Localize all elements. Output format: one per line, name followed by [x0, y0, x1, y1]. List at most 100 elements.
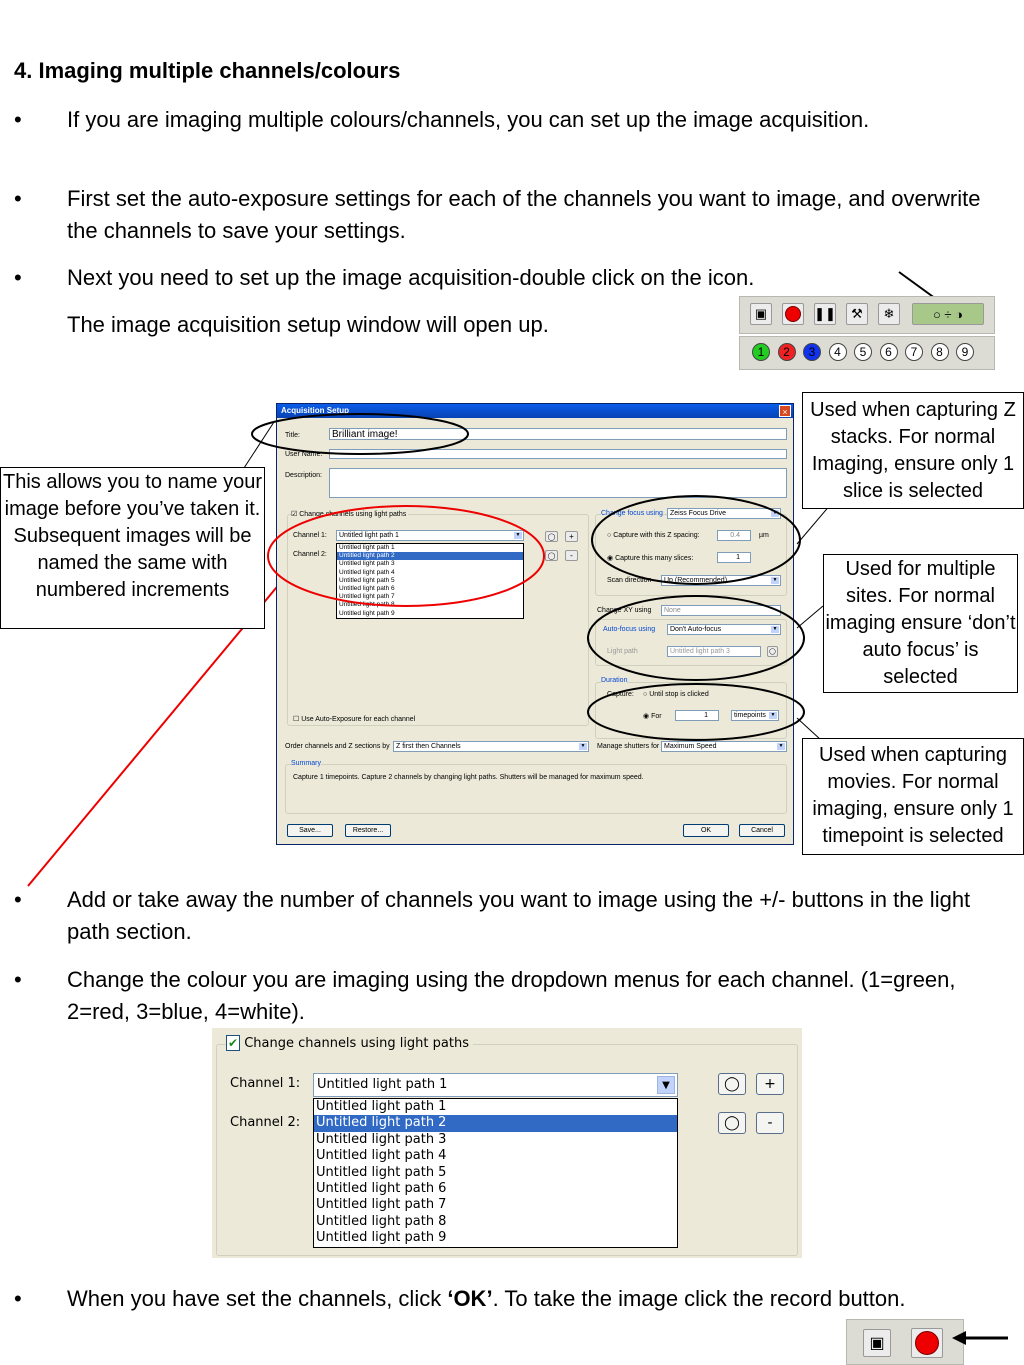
light-path-option[interactable]: Untitled light path 9 — [316, 1230, 447, 1246]
restore-button[interactable]: Restore... — [345, 824, 391, 837]
summary-group — [285, 764, 787, 814]
description-input[interactable] — [329, 468, 787, 498]
channel1-label: Channel 1: — [293, 532, 327, 539]
remove-channel-button[interactable]: - — [565, 550, 578, 561]
zoom-channel2-label: Channel 2: — [230, 1115, 301, 1130]
timepoints-dropdown[interactable]: timepoints▼ — [731, 710, 779, 721]
zoom-channels-group — [216, 1044, 798, 1256]
channel-7-button[interactable]: 7 — [905, 343, 923, 361]
close-button[interactable]: × — [779, 405, 791, 417]
acquisition-toolbar: ▣ ❚❚ ⚒ ❄ ○ ÷ ◑ — [739, 296, 995, 334]
order-label: Order channels and Z sections by — [285, 743, 390, 750]
light-path-option[interactable]: Untitled light path 4 — [316, 1148, 447, 1164]
slices-label: Capture this many slices: — [615, 555, 694, 562]
bullet-symbol: • — [14, 967, 22, 992]
scan-direction-label: Scan direction — [607, 577, 652, 584]
timepoints-input[interactable]: 1 — [675, 710, 719, 721]
channel-9-button[interactable]: 9 — [956, 343, 974, 361]
light-path-dropdown[interactable]: Untitled light path 3 — [667, 646, 761, 657]
z-spacing-radio[interactable]: ○ Capture with this Z spacing: — [607, 532, 700, 539]
channel-3-button[interactable]: 3 — [803, 343, 821, 361]
tools-icon[interactable]: ⚒ — [846, 303, 868, 325]
slices-radio[interactable]: ◉ Capture this many slices: — [607, 555, 694, 562]
z-spacing-label: Capture with this Z spacing: — [613, 532, 700, 539]
channel-2-button[interactable]: 2 — [777, 343, 796, 361]
add-channel-button[interactable]: + — [565, 531, 578, 542]
record-button[interactable] — [782, 303, 804, 325]
for-radio[interactable]: ◉ For — [643, 713, 662, 720]
bullet-symbol: • — [14, 1286, 22, 1311]
light-path-option[interactable]: Untitled light path 7 — [339, 593, 395, 601]
until-stop-radio[interactable]: ○ Until stop is clicked — [643, 691, 709, 698]
scan-value: Up (Recommended) — [664, 577, 728, 584]
zoom-change-channels-label: Change channels using light paths — [244, 1036, 469, 1051]
section-heading: 4. Imaging multiple channels/colours — [14, 58, 401, 83]
light-path-option[interactable]: Untitled light path 6 — [316, 1181, 447, 1197]
summary-label: Summary — [291, 760, 321, 767]
summary-text: Capture 1 timepoints. Capture 2 channels… — [293, 774, 644, 781]
slices-input[interactable]: 1 — [717, 552, 751, 563]
light-path-option[interactable]: Untitled light path 6 — [339, 585, 395, 593]
record-button[interactable] — [911, 1328, 943, 1358]
channel-5-button[interactable]: 5 — [854, 343, 872, 361]
snowflake-icon[interactable]: ❄ — [878, 303, 900, 325]
exposure-icon[interactable]: ◯ — [545, 531, 558, 542]
channel-4-button[interactable]: 4 — [828, 343, 847, 361]
zoom-remove-channel-button[interactable]: - — [756, 1112, 784, 1134]
light-path-option[interactable]: Untitled light path 3 — [316, 1131, 447, 1147]
movies-callout-connector — [796, 717, 822, 741]
zoom-exposure-icon[interactable]: ◯ — [718, 1073, 746, 1095]
light-path-option[interactable]: Untitled light path 5 — [316, 1164, 447, 1180]
z-stacks-callout: Used when capturing Z stacks. For normal… — [802, 392, 1024, 509]
camera-icon[interactable]: ▣ — [863, 1329, 891, 1357]
timepoints-value: timepoints — [734, 712, 766, 719]
channel-1-button[interactable]: 1 — [752, 343, 770, 361]
light-path-option[interactable]: Untitled light path 5 — [339, 576, 395, 584]
exposure-icon[interactable]: ◯ — [767, 646, 778, 657]
pause-icon[interactable]: ❚❚ — [814, 303, 836, 325]
scan-direction-dropdown[interactable]: Up (Recommended)▼ — [661, 575, 781, 586]
bullet-text: First set the auto-exposure settings for… — [67, 186, 981, 243]
order-dropdown[interactable]: Z first then Channels▼ — [393, 741, 589, 752]
bullet-text: Next you need to set up the image acquis… — [67, 265, 755, 290]
light-path-option[interactable]: Untitled light path 1 — [339, 544, 395, 551]
channel-8-button[interactable]: 8 — [930, 343, 949, 361]
xy-dropdown[interactable]: None — [661, 605, 781, 616]
channel1-dropdown[interactable]: Untitled light path 1▼ — [336, 530, 524, 541]
zoom-add-channel-button[interactable]: + — [756, 1073, 784, 1095]
zoom-exposure-icon[interactable]: ◯ — [718, 1112, 746, 1134]
light-path-label: Light path — [607, 648, 638, 655]
acquisition-setup-icon[interactable]: ○ ÷ ◑ — [912, 303, 984, 325]
arrow-to-record — [952, 1331, 1008, 1345]
camera-icon[interactable]: ▣ — [750, 303, 772, 325]
save-button[interactable]: Save... — [287, 824, 333, 837]
exposure-icon[interactable]: ◯ — [545, 550, 558, 561]
zoom-change-channels-checkbox[interactable]: ✔ Change channels using light paths — [226, 1035, 473, 1051]
shutters-dropdown[interactable]: Maximum Speed▼ — [661, 741, 787, 752]
change-channels-checkbox[interactable]: ☑ Change channels using light paths — [291, 510, 409, 518]
autofocus-dropdown[interactable]: Don't Auto-focus▼ — [667, 624, 781, 635]
light-path-option[interactable]: Untitled light path 7 — [316, 1197, 447, 1213]
title-input[interactable]: Brilliant image! — [329, 428, 787, 440]
channel-6-button[interactable]: 6 — [879, 343, 898, 361]
channels-group — [287, 514, 589, 726]
light-path-option[interactable]: Untitled light path 2 — [314, 1115, 677, 1132]
cancel-button[interactable]: Cancel — [739, 824, 785, 837]
light-path-option[interactable]: Untitled light path 9 — [339, 609, 395, 617]
light-path-option[interactable]: Untitled light path 8 — [316, 1213, 447, 1229]
movies-callout: Used when capturing movies. For normal i… — [802, 738, 1024, 855]
auto-exposure-checkbox[interactable]: ☐ Use Auto-Exposure for each channel — [293, 716, 416, 723]
ok-button[interactable]: OK — [683, 824, 729, 837]
light-path-option[interactable]: Untitled light path 1 — [316, 1099, 447, 1114]
light-path-option[interactable]: Untitled light path 2 — [337, 552, 523, 561]
autofocus-group — [595, 619, 787, 666]
record-icon — [785, 306, 801, 322]
name-callout-connector — [243, 421, 275, 469]
light-path-option[interactable]: Untitled light path 3 — [339, 560, 395, 568]
z-spacing-input[interactable]: 0.4 — [717, 530, 751, 541]
zoom-channel1-dropdown[interactable]: Untitled light path 1▼ — [313, 1073, 678, 1097]
auto-exposure-label: Use Auto-Exposure for each channel — [301, 716, 416, 723]
light-path-option[interactable]: Untitled light path 4 — [339, 568, 395, 576]
